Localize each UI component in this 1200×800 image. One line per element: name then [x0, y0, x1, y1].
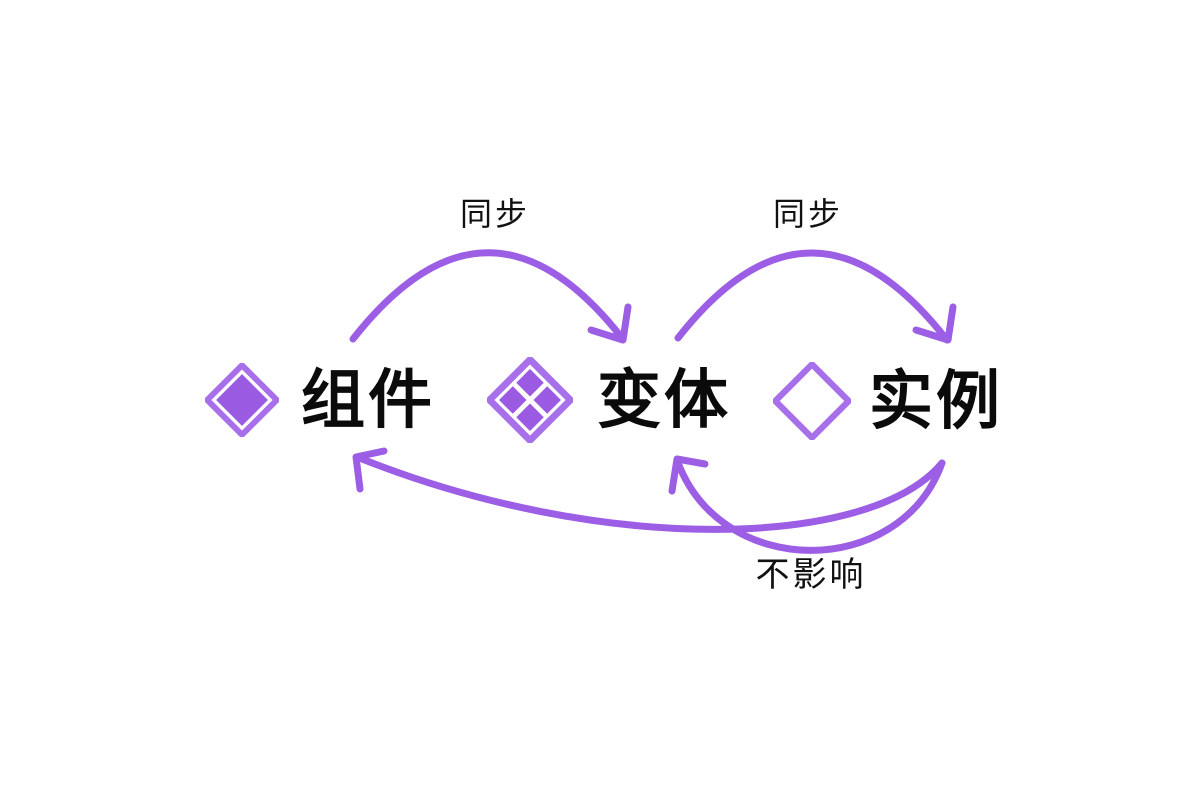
node-component-label: 组件	[301, 364, 435, 436]
no-effect-arrow-instance-to-component	[352, 447, 946, 533]
node-instance-label: 实例	[869, 365, 1003, 437]
node-component: 组件	[205, 363, 435, 437]
arc-line	[353, 453, 946, 533]
sync-arrow-component-to-variant	[349, 249, 632, 344]
arc-line	[674, 249, 951, 344]
sync-arrow-variant-to-instance	[674, 249, 957, 344]
arrowhead-icon	[668, 455, 709, 495]
node-variant-label: 变体	[597, 364, 731, 436]
variant-four-diamonds-icon	[487, 357, 573, 443]
arc-line	[673, 456, 946, 554]
node-instance: 实例	[773, 362, 1003, 440]
no-effect-arrow-instance-to-variant	[668, 455, 946, 554]
component-diamond-filled-icon	[205, 363, 279, 437]
instance-diamond-outline-icon	[773, 362, 851, 440]
arrowhead-icon	[587, 303, 632, 344]
arc-line	[349, 249, 626, 343]
arrowhead-icon	[912, 303, 957, 344]
edge-label-no-effect: 不影响	[755, 556, 867, 594]
arrowhead-icon	[352, 447, 388, 493]
edge-label-sync-variant-instance: 同步	[772, 196, 844, 232]
node-variant: 变体	[487, 357, 731, 443]
edge-label-sync-component-variant: 同步	[459, 196, 531, 232]
